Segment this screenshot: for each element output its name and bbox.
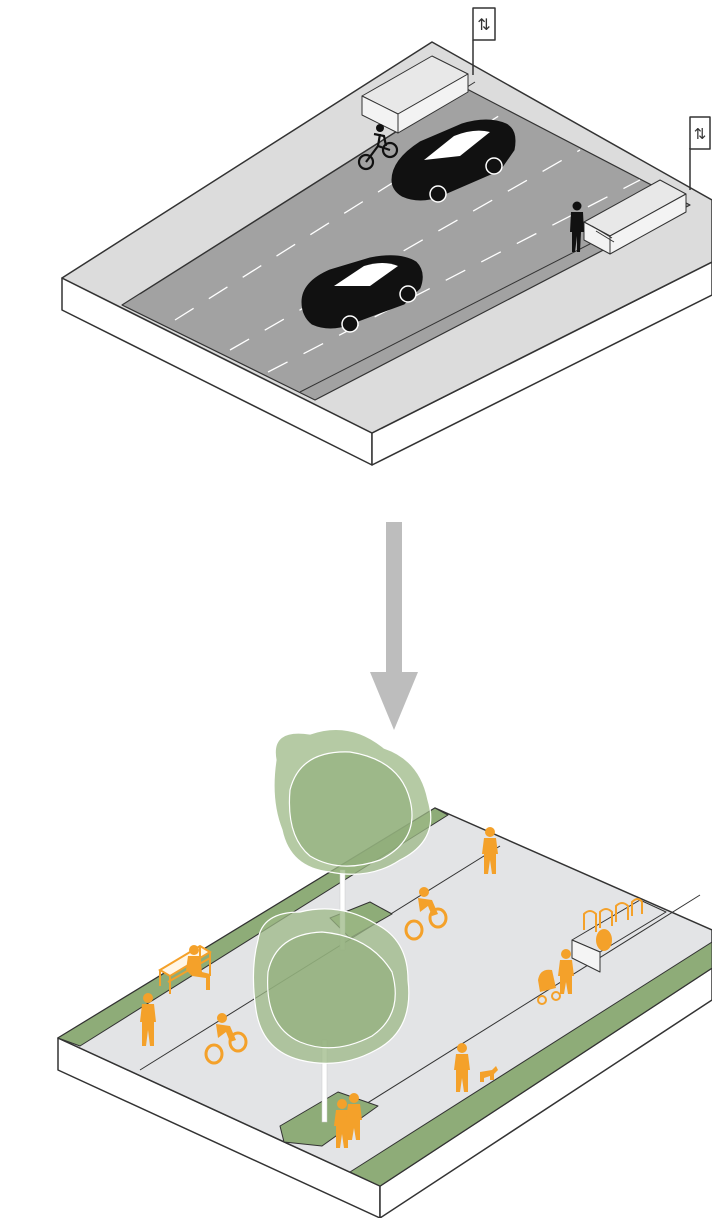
svg-text:⇅: ⇅ xyxy=(477,15,490,34)
pedestrian-sign-icon: ⇅ xyxy=(690,117,710,190)
pedestrian-sign-icon: ⇅ xyxy=(473,8,495,75)
svg-text:⇅: ⇅ xyxy=(694,125,707,143)
arrow-down-icon xyxy=(370,522,418,730)
before-street-panel: ⇅ ⇅ xyxy=(62,8,712,465)
